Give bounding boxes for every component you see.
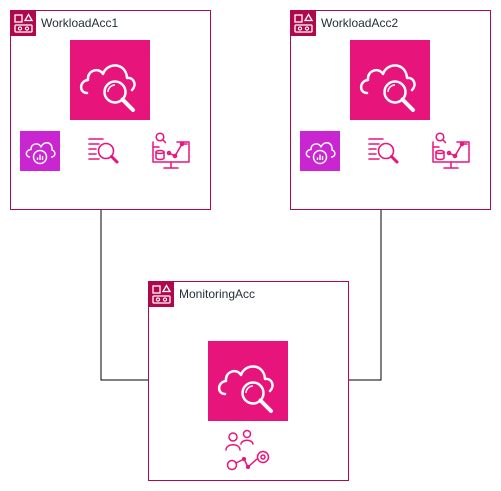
account-icon bbox=[291, 11, 316, 36]
cloudwatch-metrics-icon bbox=[20, 131, 60, 171]
account-label: WorkloadAcc1 bbox=[41, 16, 119, 30]
xray-traces-icon bbox=[432, 132, 470, 169]
cloudwatch-icon bbox=[70, 40, 150, 120]
xray-traces-icon bbox=[152, 132, 190, 169]
cloudwatch-logs-icon bbox=[368, 138, 399, 164]
account-label: WorkloadAcc2 bbox=[321, 16, 399, 30]
account-icon bbox=[149, 282, 174, 307]
cloudwatch-icon bbox=[208, 341, 288, 421]
cloudwatch-icon bbox=[350, 40, 430, 120]
account-icon bbox=[11, 11, 36, 36]
account-label: MonitoringAcc bbox=[179, 287, 256, 301]
cloudwatch-logs-icon bbox=[88, 138, 119, 164]
cross-account-observability-icon bbox=[225, 429, 270, 471]
cloudwatch-metrics-icon bbox=[300, 131, 340, 171]
